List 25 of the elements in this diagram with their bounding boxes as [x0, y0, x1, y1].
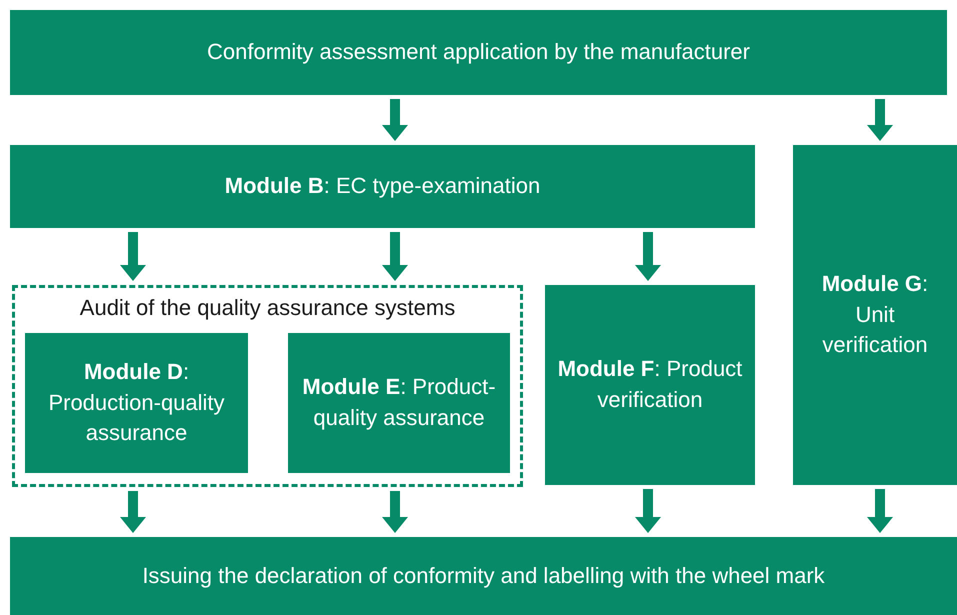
box-text: Issuing the declaration of conformity and labelling with the wheel mark — [142, 562, 825, 590]
module-box — [10, 537, 957, 615]
box-text: Conformity assessment application by the manufacturer — [207, 38, 750, 66]
module-box — [10, 10, 947, 95]
arrow — [120, 491, 146, 533]
arrow — [635, 232, 661, 281]
group-title: Audit of the quality assurance systems — [78, 294, 456, 322]
box-text: Module F: Product verification — [556, 355, 744, 414]
arrow — [382, 232, 408, 281]
box-text: Module B: EC type-examination — [224, 172, 540, 200]
module-box — [545, 285, 755, 485]
box-text: Module G: Unit verification — [820, 270, 930, 360]
arrow — [382, 99, 408, 141]
module-box — [793, 145, 957, 485]
module-box — [288, 333, 510, 473]
arrow — [635, 489, 661, 533]
arrow — [120, 232, 146, 281]
module-box — [10, 145, 755, 228]
arrow — [867, 489, 893, 533]
arrow — [382, 491, 408, 533]
box-text: Module D: Production-quality assurance — [47, 358, 226, 448]
dashed-group-frame — [12, 285, 523, 487]
arrow — [867, 99, 893, 141]
module-box — [25, 333, 248, 473]
box-text: Module E: Product-quality assurance — [301, 373, 497, 432]
